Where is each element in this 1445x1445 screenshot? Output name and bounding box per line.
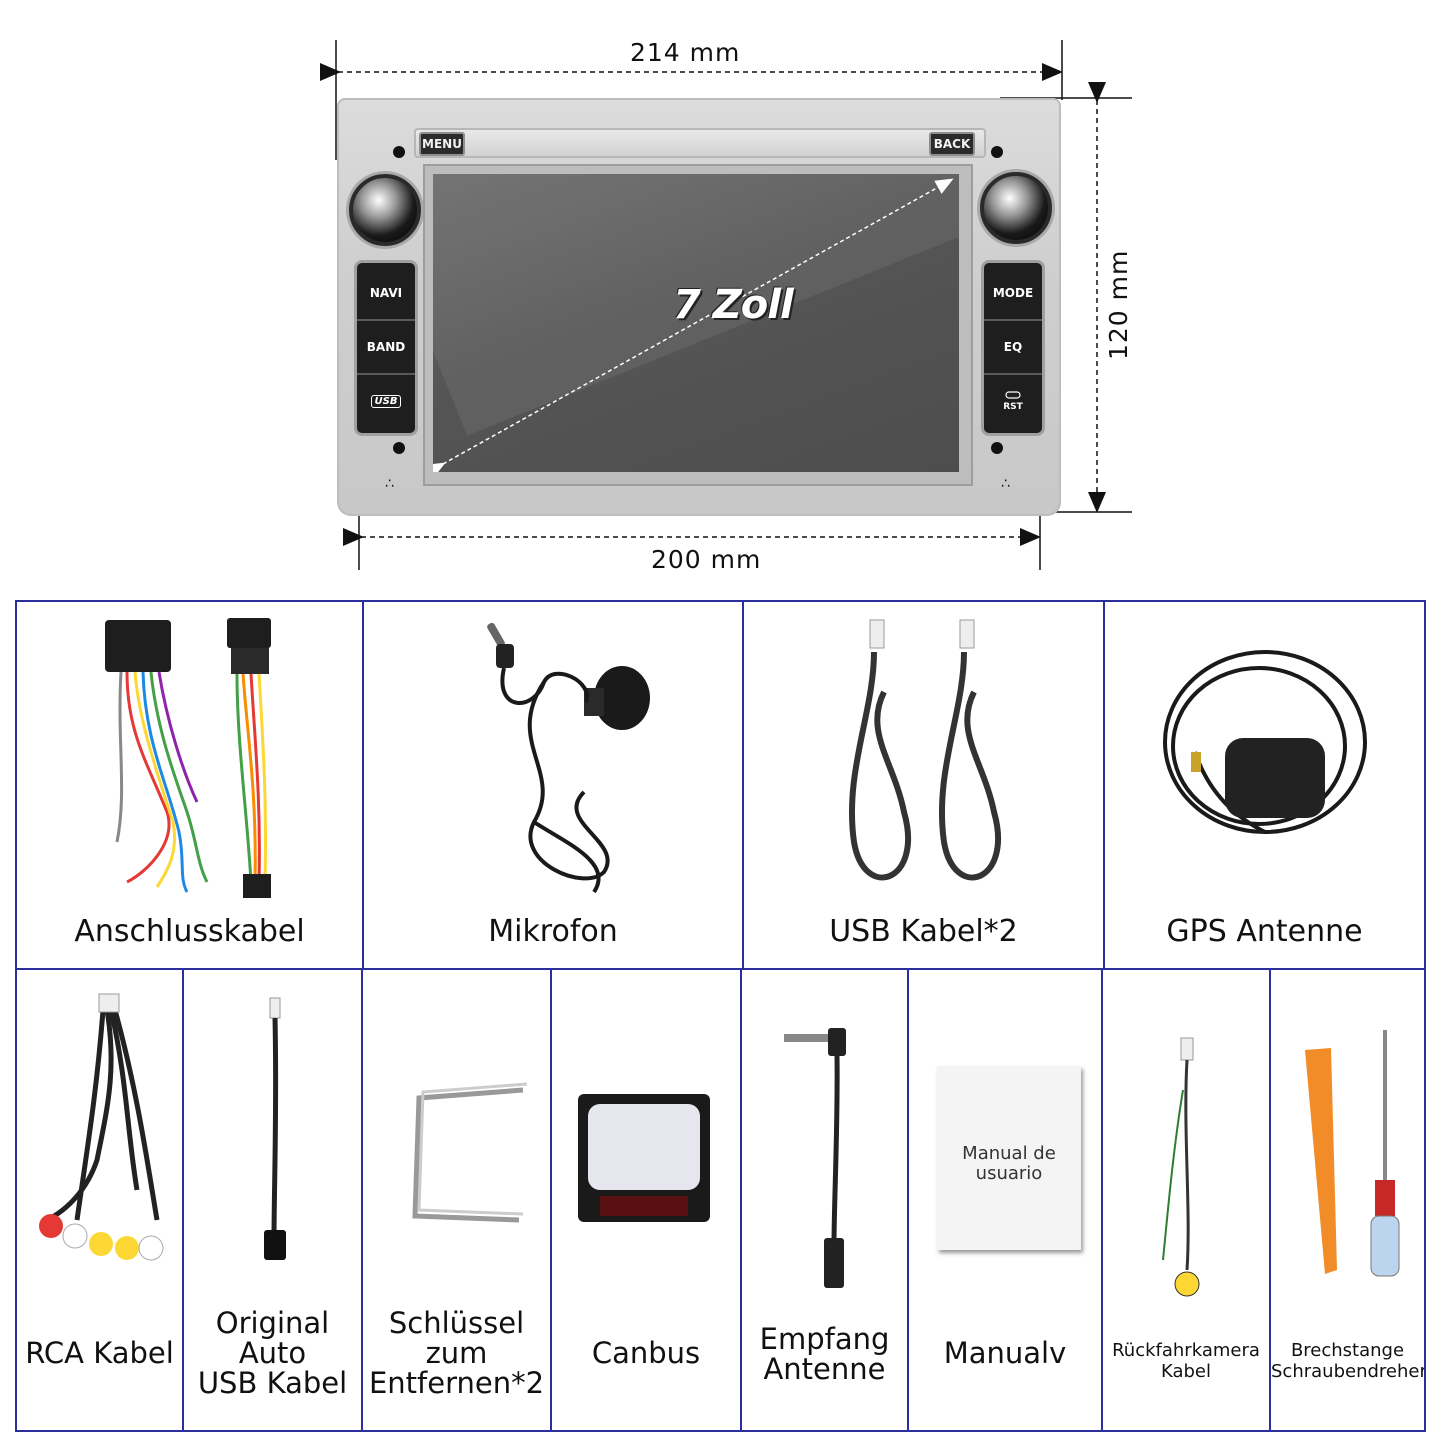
accessory-cell: Brechstange Schraubendreher [1271,970,1424,1430]
gps-antenna-icon [1163,650,1367,834]
indicator-dot [393,442,405,454]
rst-label: RST [1003,401,1023,412]
width-top-label: 214 mm [630,38,741,67]
width-bottom-label: 200 mm [651,545,762,574]
menu-button[interactable]: MENU [419,132,465,156]
accessory-cell: Anschlusskabel [17,602,364,968]
accessory-label: Manualv [943,1336,1067,1370]
accessory-label: Mikrofon [488,914,618,949]
accessory-label: Schlüssel zum Entfernen*2 [368,1306,545,1400]
accessory-label: Original Auto USB Kabel [197,1306,348,1400]
accessory-label: Anschlusskabel [74,914,305,949]
accessory-cell: Schlüssel zum Entfernen*2 [363,970,552,1430]
usb-c-icon [1005,390,1021,399]
usb-cable-icon [848,619,1002,881]
screen-size-label: 7 Zoll [673,282,794,328]
accessory-label: Rückfahrkamera Kabel [1112,1340,1260,1382]
pry-tool-screwdriver-icon [1305,1030,1400,1277]
accessory-label: GPS Antenne [1166,914,1363,949]
mode-button[interactable]: MODE [984,267,1042,321]
back-button[interactable]: BACK [929,132,975,156]
band-button[interactable]: BAND [357,321,415,375]
canbus-icon [578,1094,710,1222]
rca-cable-icon [39,993,164,1261]
accessory-label: USB Kabel*2 [829,914,1018,949]
indicator-dot [393,146,405,158]
accessory-cell: Manual de usuario Manualv [909,970,1103,1430]
accessory-label: Canbus [591,1336,701,1370]
accessories-row-2: RCA Kabel Original Auto USB Kabel Schlüs… [15,968,1426,1432]
mic-hole-icon: ∴ [1001,476,1010,492]
accessory-label: RCA Kabel [25,1336,174,1370]
manual-cover-text: Manual de usuario [962,1143,1056,1184]
rst-button[interactable]: RST [984,375,1042,427]
accessory-cell: USB Kabel*2 [744,602,1105,968]
right-button-panel: MODE EQ RST [981,260,1045,436]
accessory-cell: Empfang Antenne [742,970,909,1430]
display-screen[interactable]: 7 Zoll [433,174,959,472]
tune-knob[interactable] [980,172,1052,244]
accessory-cell: Rückfahrkamera Kabel [1103,970,1271,1430]
manual-icon: Manual de usuario [937,1066,1081,1250]
eq-button[interactable]: EQ [984,321,1042,375]
mic-hole-icon: ∴ [385,476,394,492]
accessory-cell: Canbus [552,970,742,1430]
screen-frame: 7 Zoll [423,164,973,486]
accessory-cell: RCA Kabel [17,970,184,1430]
indicator-dot [991,442,1003,454]
car-radio-unit: MENU BACK NAVI BAND USB MODE EQ RST [337,98,1061,516]
accessories-row-1: Anschlusskabel Mikrofon USB Kabel*2 [15,600,1426,970]
top-lip [414,128,986,158]
left-button-panel: NAVI BAND USB [354,260,418,436]
removal-key-icon [412,1082,528,1223]
indicator-dot [991,146,1003,158]
navi-button[interactable]: NAVI [357,267,415,321]
accessory-label: Empfang Antenne [759,1322,890,1386]
accessory-label: Brechstange Schraubendreher [1271,1340,1424,1382]
usb-button[interactable]: USB [357,375,415,427]
accessory-cell: Mikrofon [364,602,744,968]
usb-label: USB [370,394,402,408]
accessory-cell: GPS Antenne [1105,602,1424,968]
wiring-harness-icon [105,618,271,898]
camera-cable-icon [1162,1037,1200,1297]
original-usb-cable-icon [264,997,286,1260]
height-label: 120 mm [1104,249,1133,360]
radio-antenna-icon [784,1028,846,1288]
accessory-cell: Original Auto USB Kabel [184,970,363,1430]
volume-knob[interactable] [349,174,421,246]
microphone-icon [487,622,650,894]
diagonal-arrow [433,178,954,472]
